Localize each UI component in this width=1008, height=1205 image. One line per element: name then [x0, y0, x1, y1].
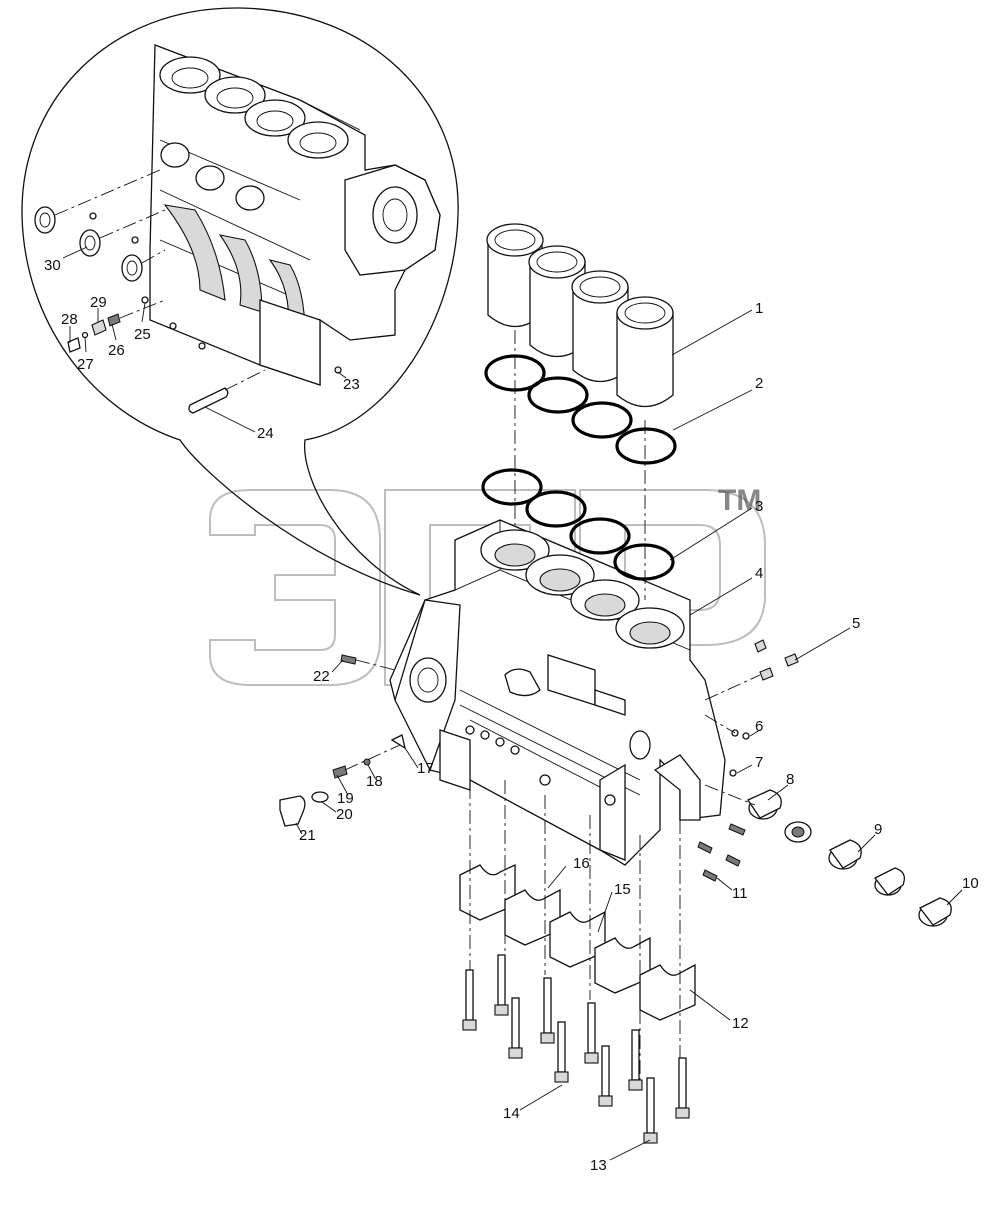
callout-2: 2: [755, 375, 763, 392]
inset-callout-outline: [21, 7, 459, 596]
callout-15: 15: [614, 881, 631, 898]
callout-20: 20: [336, 806, 353, 823]
bolt: [554, 1021, 569, 1083]
main-bearing-caps: [459, 863, 696, 1021]
seal-ring-part-30: [34, 206, 143, 282]
callout-1: 1: [755, 300, 763, 317]
callout-4: 4: [755, 565, 763, 582]
bolt: [675, 1057, 690, 1119]
o-rings-part-3: [481, 468, 675, 581]
cylinder-liners-part-1: [486, 223, 674, 408]
callout-10: 10: [962, 875, 979, 892]
watermark-tm: TM: [718, 484, 761, 517]
inset-small-parts: [34, 169, 342, 414]
callout-7: 7: [755, 754, 763, 771]
callout-27: 27: [77, 356, 94, 373]
callout-18: 18: [366, 773, 383, 790]
callout-26: 26: [108, 342, 125, 359]
main-engine-block: [389, 519, 726, 866]
dowel-pin-part-24: [188, 387, 229, 414]
callout-labels: 1 2 3 4 5 6 7 8 9 10 11 12 13 14 15 16 1…: [44, 257, 979, 1174]
plug-part-28: [67, 337, 81, 353]
studs-part-11: [697, 823, 746, 882]
bolt: [598, 1045, 613, 1107]
callout-21: 21: [299, 827, 316, 844]
callout-3: 3: [755, 498, 763, 515]
callout-12: 12: [732, 1015, 749, 1032]
inset-engine-block: [149, 44, 441, 386]
bolt: [540, 977, 555, 1044]
callout-25: 25: [134, 326, 151, 343]
callout-28: 28: [61, 311, 78, 328]
main-bearing-bolts: [462, 954, 690, 1144]
stud-part-26: [107, 313, 121, 327]
callout-24: 24: [257, 425, 274, 442]
callout-8: 8: [786, 771, 794, 788]
callout-17: 17: [417, 760, 434, 777]
callout-9: 9: [874, 821, 882, 838]
left-side-parts: [279, 654, 406, 827]
cylinder-liner: [616, 296, 674, 408]
right-side-parts: [697, 639, 952, 927]
bolt: [508, 997, 523, 1059]
camshaft-bushings: [747, 789, 952, 927]
bolt: [643, 1077, 658, 1144]
callout-13: 13: [590, 1157, 607, 1174]
washer-part-27: [81, 331, 89, 339]
bolt: [628, 1029, 643, 1091]
bolt: [584, 1002, 599, 1064]
callout-16: 16: [573, 855, 590, 872]
callout-14: 14: [503, 1105, 520, 1122]
callout-11: 11: [732, 885, 748, 902]
callout-22: 22: [313, 668, 330, 685]
callout-6: 6: [755, 718, 763, 735]
callout-30: 30: [44, 257, 61, 274]
callout-19: 19: [337, 790, 354, 807]
callout-23: 23: [343, 376, 360, 393]
leader-lines: [62, 246, 963, 1161]
cylinder-liner: [528, 245, 586, 358]
fitting-part-29: [91, 319, 107, 336]
callout-5: 5: [852, 615, 860, 632]
bolt: [494, 954, 509, 1016]
bolt: [462, 969, 477, 1031]
callout-29: 29: [90, 294, 107, 311]
